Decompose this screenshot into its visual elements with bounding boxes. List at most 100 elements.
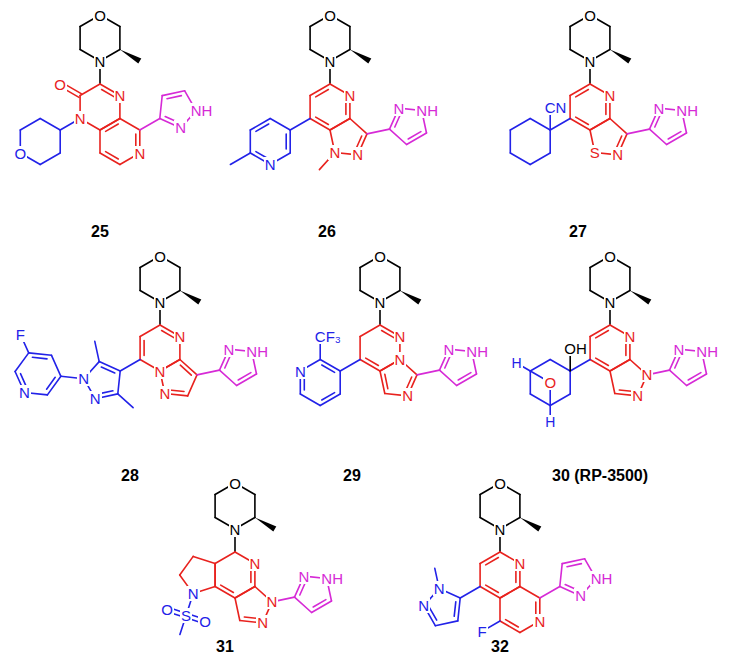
bond-line [15, 353, 29, 372]
atom-label: O [323, 8, 337, 23]
compound-number: 30 (RP-3500) [551, 468, 649, 484]
atom-label: S [180, 608, 192, 623]
atom-label: NH [590, 571, 614, 586]
bond-line [230, 153, 250, 165]
bond-line [47, 377, 56, 389]
wedge-bond [630, 291, 651, 305]
atom-label: F [15, 327, 26, 342]
bond-line [106, 152, 119, 159]
atom-label: N [187, 586, 200, 601]
atom-label: NH [465, 344, 489, 359]
bond-line [99, 362, 120, 371]
bond-line [340, 360, 360, 372]
atom-label: O [543, 375, 557, 390]
bond-line [569, 27, 571, 50]
bond-line [160, 96, 162, 119]
bond-line [309, 27, 311, 50]
bond-line [596, 358, 609, 365]
bond-line [458, 598, 460, 621]
atom-label: N [514, 556, 527, 571]
bond-line [47, 376, 61, 395]
bond-line [510, 119, 530, 131]
atom-label: N [652, 101, 665, 116]
bond-line [570, 360, 590, 372]
bond-line [359, 337, 361, 360]
bond-line [589, 268, 591, 291]
atom-label: O [373, 249, 387, 264]
atom-label: N [433, 581, 446, 596]
atom-label: N [256, 615, 269, 630]
bond-line [250, 130, 252, 153]
bond-line [180, 360, 197, 375]
bond-line [102, 90, 115, 97]
bond-line [180, 365, 191, 375]
atom-label: N [392, 101, 405, 116]
bond-line [540, 587, 560, 599]
bond-line [140, 119, 160, 131]
bond-line [20, 119, 40, 131]
atom-label: N [133, 146, 146, 161]
wedge-bond [255, 518, 276, 532]
bond-line [530, 360, 550, 372]
atom-label: N [344, 88, 357, 103]
atom-label: N [158, 386, 171, 401]
bond-line [167, 96, 181, 99]
atom-label: N [641, 367, 654, 382]
bond-line [530, 153, 550, 165]
bond-line [499, 598, 501, 621]
atom-label: O [583, 8, 597, 23]
bond-line [316, 117, 329, 124]
bond-line [99, 130, 101, 153]
bond-line [285, 134, 287, 149]
bond-line [390, 129, 407, 144]
bond-line [40, 153, 60, 165]
bond-line [29, 353, 52, 355]
bond-line [316, 90, 329, 97]
compound-number: 31 [215, 639, 235, 655]
atom-label: N [89, 391, 102, 406]
bond-line [118, 394, 133, 408]
atom-label: N [374, 295, 387, 310]
bond-line [500, 587, 520, 599]
bond-line [519, 495, 521, 518]
atom-label: N [222, 342, 235, 357]
atom-label: S [589, 145, 601, 160]
wedge-bond [610, 50, 631, 64]
atom-label: N [604, 88, 617, 103]
bond-line [95, 341, 99, 361]
atom-label: NH [320, 571, 344, 586]
bond-line [360, 325, 380, 337]
bond-line [169, 390, 184, 392]
bond-line [688, 373, 701, 380]
atom-label: N [351, 147, 364, 162]
bond-line [193, 556, 215, 563]
atom-label: O [603, 249, 617, 264]
bond-line [254, 495, 256, 518]
bond-line [79, 27, 81, 50]
atom-label: F [477, 624, 488, 639]
bond-line [235, 587, 255, 599]
bond-line [300, 394, 320, 406]
atom-label: O [228, 476, 242, 491]
atom-label: OH [563, 341, 588, 356]
bond-line [220, 370, 237, 385]
bond-line [120, 119, 140, 131]
bond-line [238, 373, 251, 380]
bond-line [408, 132, 421, 139]
bond-line [80, 84, 100, 96]
bond-line [366, 358, 379, 365]
wedge-bond [180, 291, 201, 305]
bond-line [510, 153, 530, 165]
bond-line [596, 331, 609, 338]
bond-line [188, 375, 197, 396]
bond-line [139, 337, 141, 360]
bond-line [567, 564, 581, 567]
bond-line [214, 564, 216, 587]
bond-line [576, 90, 589, 97]
atom-label: N [672, 342, 685, 357]
atom-label: N [604, 295, 617, 310]
bond-line [52, 355, 61, 376]
bond-line [560, 564, 562, 587]
atom-label: N [297, 569, 310, 584]
